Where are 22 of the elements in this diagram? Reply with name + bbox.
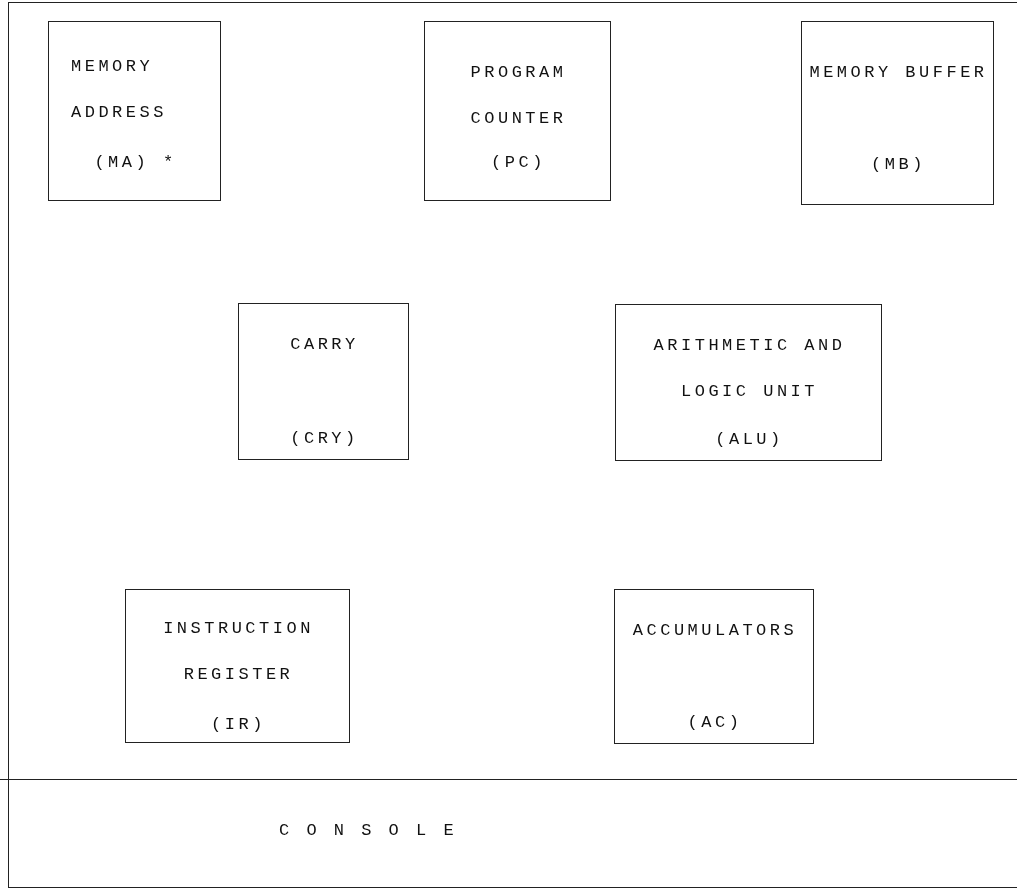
register-box <box>125 589 350 743</box>
register-box <box>238 303 409 460</box>
register-abbreviation: (CRY) <box>289 428 360 450</box>
register-box <box>614 589 814 744</box>
register-box <box>48 21 221 201</box>
register-box <box>801 21 994 205</box>
register-name: CARRY <box>289 334 360 356</box>
register-box <box>615 304 882 461</box>
register-abbreviation: (MB) <box>870 154 927 176</box>
register-name: ARITHMETIC AND LOGIC UNIT <box>652 335 847 403</box>
register-abbreviation: (PC) <box>490 152 547 174</box>
register-name: INSTRUCTION REGISTER <box>162 618 315 686</box>
register-box <box>424 21 611 201</box>
register-name: ACCUMULATORS <box>631 620 799 642</box>
register-name: MEMORY ADDRESS <box>70 56 168 124</box>
register-abbreviation: (IR) <box>210 714 267 736</box>
register-name: MEMORY BUFFER <box>808 62 989 84</box>
console-label: C O N S O L E <box>279 820 459 842</box>
register-name: PROGRAM COUNTER <box>469 62 568 130</box>
register-abbreviation: (ALU) <box>714 429 785 451</box>
register-abbreviation: (MA) * <box>93 152 178 174</box>
register-abbreviation: (AC) <box>686 712 744 734</box>
